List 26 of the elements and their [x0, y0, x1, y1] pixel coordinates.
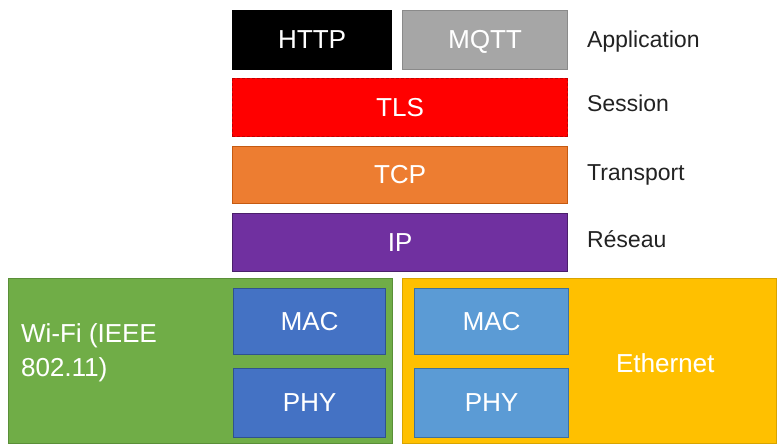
- protocol-box: [233, 288, 386, 355]
- protocol-box: [402, 10, 568, 70]
- protocol-label: PHY: [282, 386, 336, 420]
- protocol-label: MAC: [462, 304, 520, 338]
- protocol-box: [233, 368, 386, 438]
- protocol-label: TCP: [374, 158, 426, 192]
- layer-label: Application: [587, 26, 700, 53]
- layer-label: Transport: [587, 159, 685, 186]
- protocol-box: [232, 78, 568, 137]
- protocol-label: MAC: [280, 304, 338, 338]
- protocol-label: TLS: [376, 90, 424, 124]
- network-group-panel: [8, 278, 393, 444]
- protocol-label: HTTP: [278, 23, 346, 56]
- layer-label: Session: [587, 90, 669, 117]
- group-label: Wi-Fi (IEEE 802.11): [21, 317, 158, 384]
- protocol-box: [232, 10, 392, 70]
- group-label: Ethernet: [616, 347, 714, 380]
- protocol-box: [414, 368, 569, 438]
- network-group-panel: [402, 278, 777, 444]
- protocol-box: [414, 288, 569, 355]
- protocol-label: PHY: [464, 386, 518, 420]
- protocol-label: MQTT: [448, 23, 522, 56]
- layer-label: Réseau: [587, 226, 666, 253]
- protocol-box: [232, 213, 568, 272]
- protocol-box: [232, 146, 568, 204]
- protocol-label: IP: [388, 226, 412, 259]
